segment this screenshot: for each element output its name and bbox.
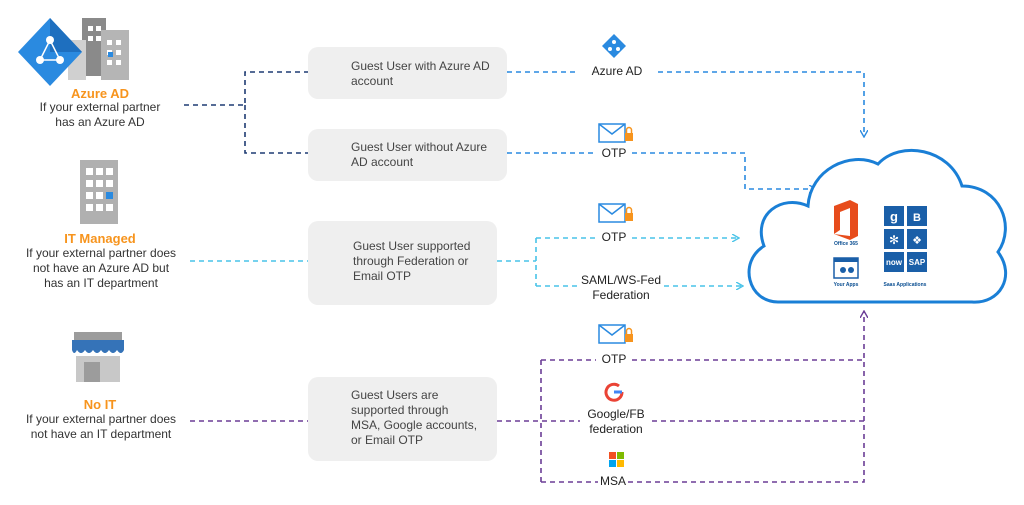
method-otp-1: OTP — [596, 146, 632, 161]
method-google-fb: Google/FB federation — [580, 407, 652, 437]
azure-outgoing-lines — [507, 71, 864, 189]
guest-box-no-it — [308, 377, 497, 461]
svg-text:B: B — [913, 212, 921, 224]
envelope-lock-icon-2 — [598, 203, 633, 223]
office-365-icon — [834, 200, 858, 240]
azure-category-connector — [184, 71, 308, 154]
method-msa: MSA — [598, 474, 628, 489]
cloud-shape — [747, 149, 1008, 304]
method-otp-3: OTP — [596, 352, 632, 367]
guest-box-federation — [308, 221, 497, 305]
category-desc-azure-ad: If your external partner has an Azure AD — [39, 100, 161, 129]
method-azure-ad: Azure AD — [576, 64, 658, 79]
category-title-it-managed: IT Managed — [64, 231, 136, 246]
cloud-text-labels: now SAP — [886, 258, 926, 267]
guest-box-federation-text: Guest User supported through Federation … — [353, 239, 471, 283]
method-saml: SAML/WS-Fed Federation — [578, 273, 664, 303]
category-desc-no-it: If your external partner does not have a… — [25, 412, 177, 441]
guest-box-without-azure-text: Guest User without Azure AD account — [351, 140, 488, 169]
saas-tiles: g B ✻ ❖ — [884, 206, 927, 272]
sap-label: SAP — [909, 258, 926, 267]
guest-box-with-azure — [308, 47, 507, 99]
it-managed-building-icon — [80, 160, 118, 224]
category-desc-it-managed: If your external partner does not have a… — [25, 246, 177, 290]
category-title-azure-ad: Azure AD — [70, 86, 130, 101]
guest-box-with-azure-text: Guest User with Azure AD account — [351, 59, 490, 88]
google-method-icon — [604, 382, 624, 402]
your-apps-icon — [833, 257, 859, 279]
guest-box-without-azure — [308, 129, 507, 181]
now-label: now — [886, 258, 903, 267]
envelope-lock-icon-3 — [598, 324, 633, 344]
no-it-lines — [190, 312, 864, 483]
your-apps-label: Your Apps — [833, 282, 859, 288]
method-otp-2: OTP — [596, 230, 632, 245]
envelope-lock-icon-1 — [598, 123, 633, 143]
azure-ad-building-icon — [68, 18, 129, 80]
azure-ad-diamond-icon — [18, 18, 82, 86]
svg-text:✻: ✻ — [889, 233, 899, 247]
office-365-label: Office 365 — [834, 241, 858, 247]
svg-text:❖: ❖ — [912, 234, 922, 247]
category-title-no-it: No IT — [83, 397, 117, 412]
saas-applications-label: Saas Applications — [883, 282, 927, 288]
microsoft-method-icon — [609, 452, 624, 467]
azure-ad-small-icon — [602, 34, 626, 58]
guest-box-no-it-text: Guest Users are supported through MSA, G… — [351, 388, 478, 447]
store-icon — [72, 332, 124, 382]
svg-text:g: g — [890, 209, 898, 224]
